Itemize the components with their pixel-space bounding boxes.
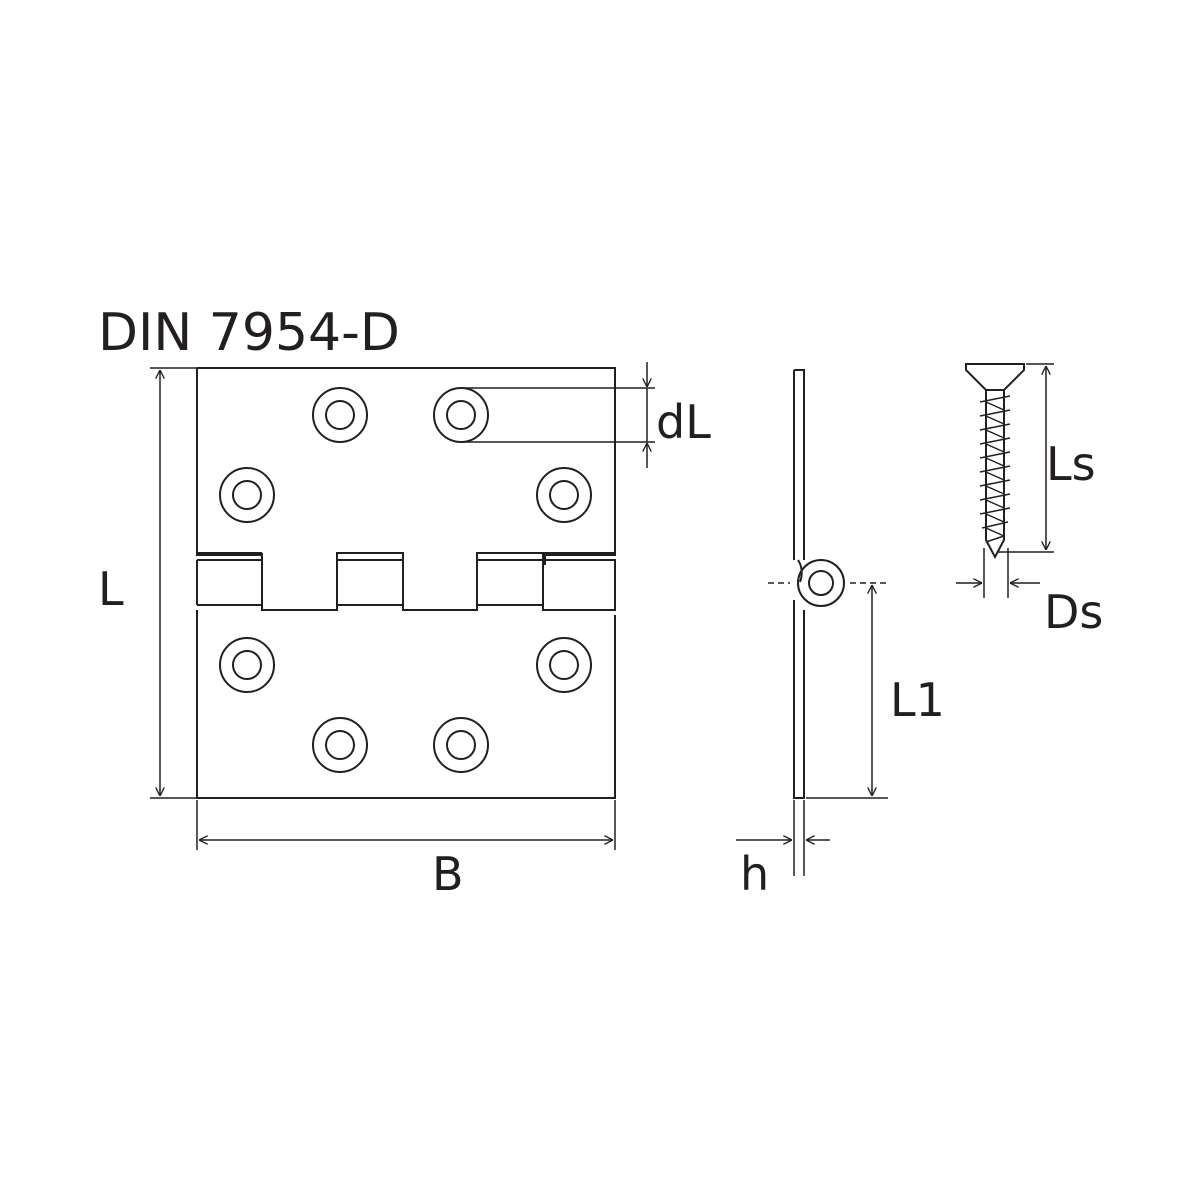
thickness-label: h — [740, 847, 769, 901]
dimension-width — [196, 800, 616, 850]
dimension-screw-diameter — [956, 548, 1040, 598]
screw-hole — [433, 387, 489, 443]
screw-hole — [312, 387, 368, 443]
screw-hole — [536, 467, 592, 523]
hinge-bottom-leaf — [196, 610, 616, 799]
screw-hole — [536, 637, 592, 693]
dimension-thickness — [736, 800, 830, 876]
screw-diameter-label: Ds — [1044, 585, 1103, 639]
dimension-pin-offset — [806, 585, 888, 799]
width-label: B — [432, 847, 464, 901]
drawing-title: DIN 7954-D — [98, 303, 400, 363]
dimension-hole-diameter — [461, 362, 655, 468]
dimension-screw-length — [997, 363, 1054, 553]
length-label: L — [98, 562, 124, 616]
screw-drawing — [965, 363, 1025, 560]
screw-hole — [433, 717, 489, 773]
hinge-top-leaf — [196, 367, 616, 565]
hole-diameter-label: dL — [656, 395, 711, 449]
screw-length-label: Ls — [1046, 437, 1096, 491]
hinge-side-view — [768, 369, 888, 799]
hinge-front-view — [196, 367, 616, 799]
pin-offset-label: L1 — [890, 673, 945, 727]
screw-hole — [219, 467, 275, 523]
screw-hole — [312, 717, 368, 773]
hinge-knuckles — [196, 552, 616, 611]
screw-thread — [979, 395, 1011, 543]
dimension-length — [150, 367, 197, 799]
screw-hole — [219, 637, 275, 693]
